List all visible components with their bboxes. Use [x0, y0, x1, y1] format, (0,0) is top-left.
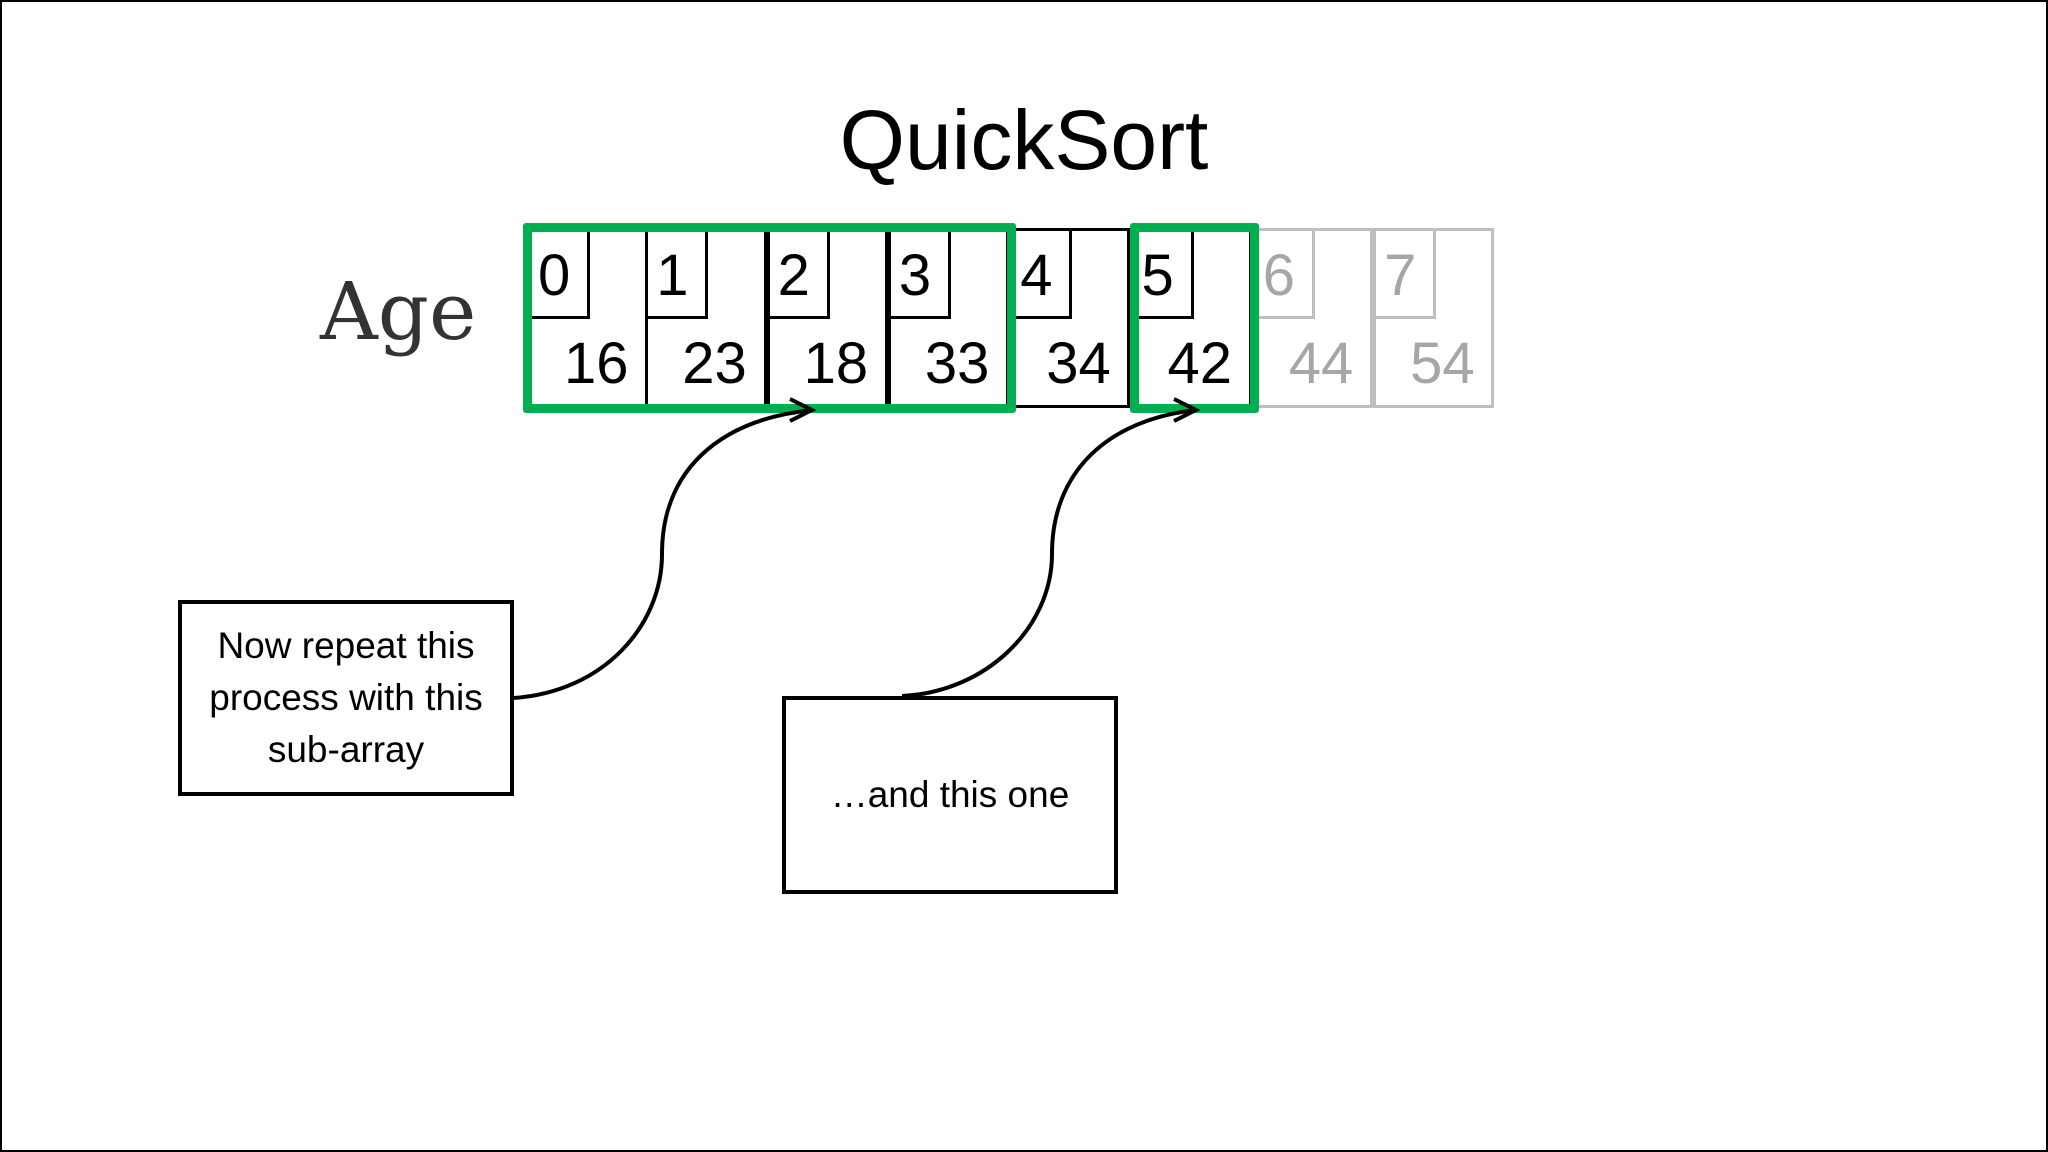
array-index: 2: [777, 243, 810, 308]
array-index: 1: [656, 243, 689, 308]
arrowhead-right-icon: [1173, 397, 1201, 423]
array-value: 23: [682, 331, 747, 396]
connector-arrow-right: [901, 408, 1197, 698]
array-index-box: 4: [1012, 231, 1073, 319]
array-index: 4: [1020, 243, 1053, 308]
highlight-left-sub-array: [523, 223, 1017, 413]
array-value: 54: [1410, 331, 1475, 396]
array-value: 16: [564, 331, 629, 396]
array-index: 3: [898, 243, 932, 308]
array-value: 33: [924, 331, 990, 396]
callout-sub-array-note: Now repeat this process with this sub-ar…: [178, 600, 514, 796]
array-index-box: 0: [530, 231, 590, 319]
array-label: Age: [320, 265, 477, 358]
array-index-box: 3: [890, 231, 951, 319]
slide-title: QuickSort: [839, 93, 1209, 187]
array-index-box: 7: [1376, 231, 1437, 319]
array-value: 18: [803, 331, 869, 396]
array-index: 0: [538, 243, 571, 308]
callout-and-this-one: …and this one: [782, 696, 1118, 894]
array-index-box: 1: [648, 231, 709, 319]
arrowhead-left-icon: [789, 397, 817, 423]
array-value: 34: [1046, 331, 1111, 396]
array-index-box: 2: [769, 231, 830, 319]
array-index: 5: [1141, 243, 1174, 308]
array-index: 7: [1384, 243, 1417, 308]
array-index-box: 5: [1133, 231, 1194, 319]
array-index-box: 6: [1254, 231, 1315, 319]
connector-arrow-left: [513, 408, 813, 700]
array-value: 44: [1288, 331, 1354, 396]
array-index: 6: [1262, 243, 1296, 308]
array-value: 42: [1167, 331, 1233, 396]
